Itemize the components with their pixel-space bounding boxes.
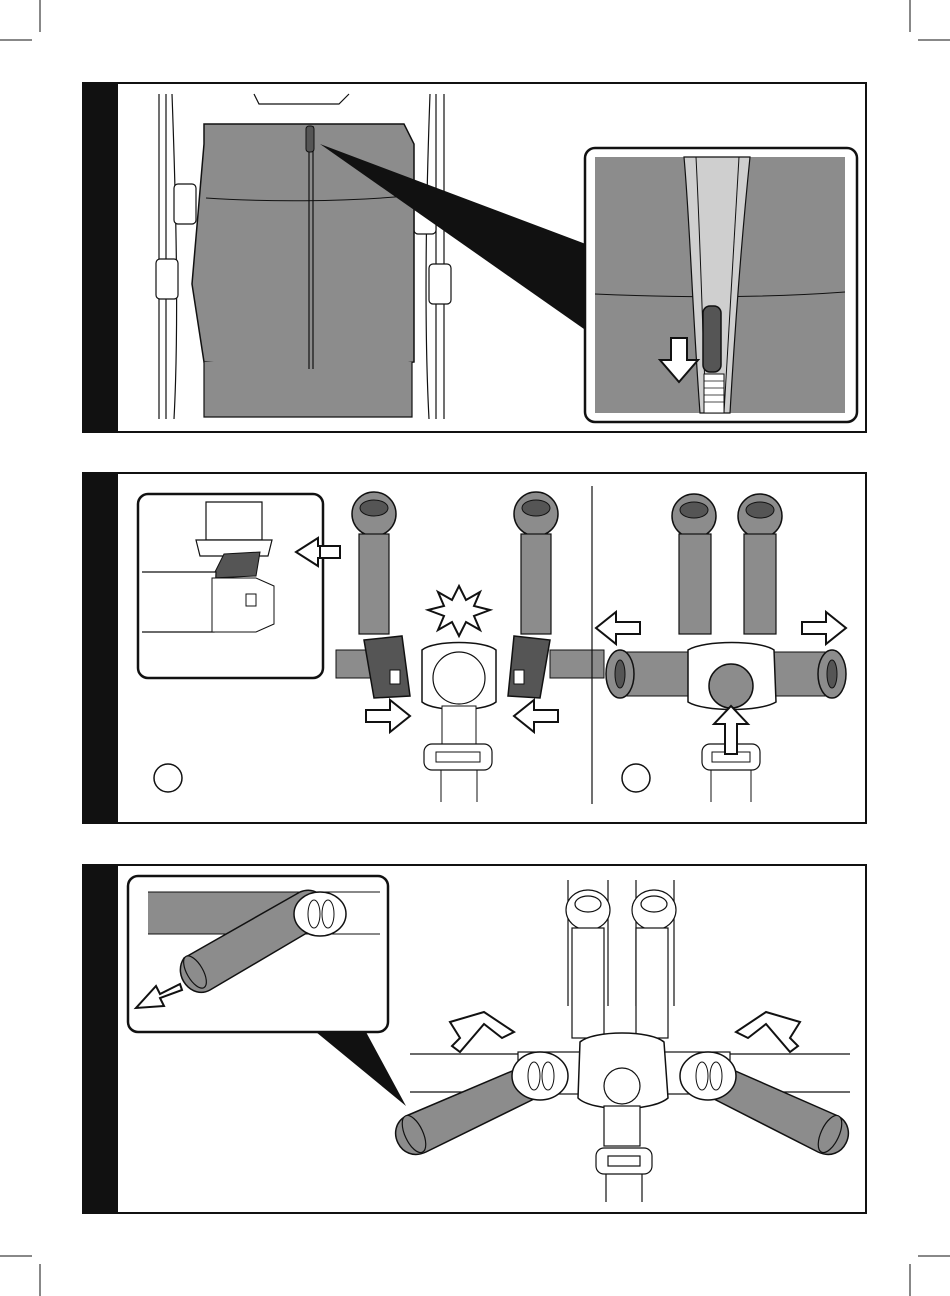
arrow-left-icon bbox=[514, 700, 558, 732]
zipper-pull-icon bbox=[306, 126, 314, 152]
step-2-illustration bbox=[84, 474, 869, 826]
step-1-illustration bbox=[84, 84, 869, 435]
step-circle-icon bbox=[622, 764, 650, 792]
zoom-callout bbox=[585, 148, 857, 422]
step-circle-icon bbox=[154, 764, 182, 792]
click-burst-icon bbox=[428, 586, 490, 636]
arrow-down-right-icon bbox=[736, 1012, 800, 1052]
step-2-panel bbox=[82, 472, 867, 824]
buckle-callout bbox=[138, 494, 340, 678]
step-3-panel bbox=[82, 864, 867, 1214]
arrow-right-icon bbox=[802, 612, 846, 644]
harness-open bbox=[596, 494, 846, 802]
zipper-pull-icon bbox=[703, 306, 721, 372]
arrow-down-left-icon bbox=[450, 1012, 514, 1052]
left-shoulder-pad bbox=[396, 1052, 568, 1156]
pad-callout bbox=[128, 876, 388, 1032]
callout-pointer bbox=[316, 1032, 406, 1106]
arrow-left-icon bbox=[596, 612, 640, 644]
step-3-illustration bbox=[84, 866, 869, 1216]
step-1-panel bbox=[82, 82, 867, 433]
arrow-right-icon bbox=[366, 700, 410, 732]
right-shoulder-pad bbox=[680, 1052, 848, 1156]
